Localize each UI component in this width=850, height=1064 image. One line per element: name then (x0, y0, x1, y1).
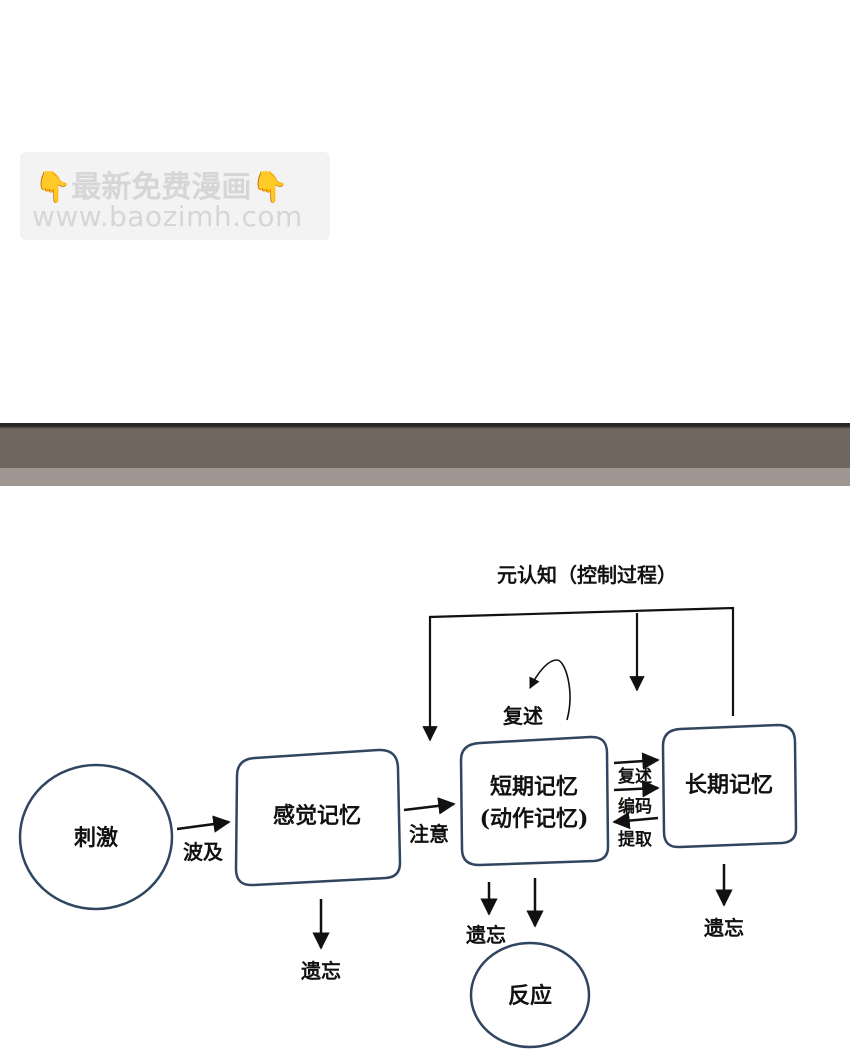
short-term-memory-label: 短期记忆 (490, 774, 578, 800)
short-term-memory-sublabel: (动作记忆) (480, 806, 589, 832)
panel-divider-dark (0, 423, 850, 468)
rehearsal-label: 复述 (617, 766, 652, 787)
spread-label: 波及 (183, 840, 224, 864)
memory-model-diagram: 元认知（控制过程） 复述 刺激 波及 感觉记忆 遗忘 注意 短期记忆 (动作记忆… (18, 563, 798, 1049)
retrieval-arrow (612, 811, 659, 830)
long-term-memory-label: 长期记忆 (685, 772, 773, 798)
long-term-memory-node (661, 723, 798, 849)
spread-arrow (176, 815, 231, 833)
watermark-url: www.baozimh.com (32, 200, 303, 233)
panel-divider-light (0, 468, 850, 486)
attention-arrow (403, 797, 456, 815)
pointing-down-hand-icon: 👇 (251, 170, 289, 205)
response-node (469, 941, 591, 1049)
stimulus-node (18, 763, 174, 911)
pointing-down-hand-icon: 👇 (34, 170, 72, 205)
retrieval-label: 提取 (618, 830, 652, 850)
rehearsal-loop-arrow (529, 659, 571, 721)
forget-long-label: 遗忘 (703, 916, 744, 940)
response-label: 反应 (508, 983, 552, 1009)
watermark-title-text: 最新免费漫画 (71, 170, 252, 205)
watermark-title: 👇最新免费漫画👇 (34, 162, 289, 206)
encoding-label: 编码 (618, 796, 652, 817)
watermark: 👇最新免费漫画👇 www.baozimh.com (20, 152, 330, 240)
metacognition-loop-line (422, 606, 735, 742)
metacognition-label: 元认知（控制过程） (497, 563, 677, 587)
forget-short-label: 遗忘 (465, 923, 506, 947)
short-term-memory-node (459, 735, 610, 867)
encoding-arrow (613, 779, 660, 798)
rehearsal-arrow (613, 752, 660, 770)
forget-sensory-label: 遗忘 (300, 959, 341, 983)
sensory-memory-label: 感觉记忆 (273, 803, 361, 829)
attention-label: 注意 (409, 822, 449, 846)
sensory-memory-node (234, 748, 402, 887)
stimulus-label: 刺激 (74, 825, 118, 851)
rehearsal-loop-label: 复述 (502, 704, 543, 728)
